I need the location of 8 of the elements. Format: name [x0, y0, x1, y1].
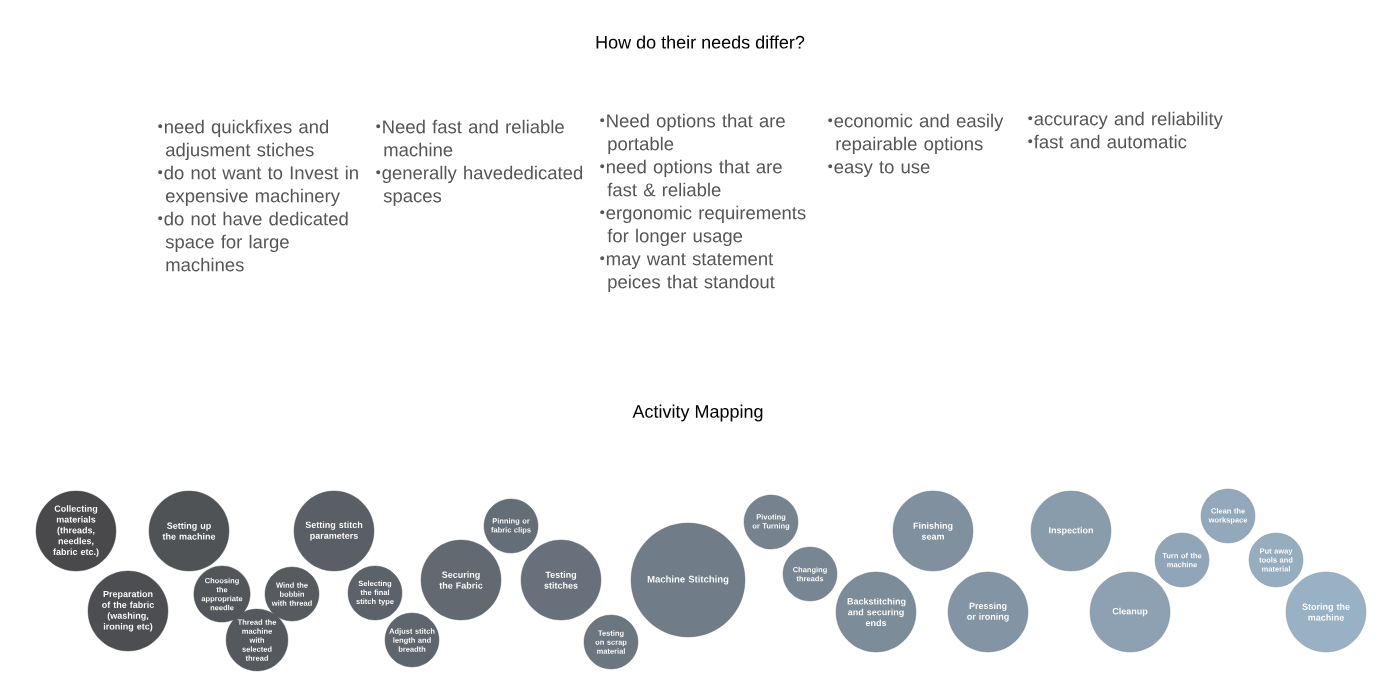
- heading: Activity Mapping: [632, 404, 763, 422]
- bullet-item: generally havededicated spaces: [382, 165, 583, 207]
- heading: How do their needs differ?: [596, 35, 805, 49]
- bullet-item: accuracy and reliability: [1034, 111, 1223, 130]
- bullet-item: may want statement peices that standout: [606, 253, 775, 293]
- bullet-item: fast and automatic: [1034, 134, 1187, 149]
- bullet-item: do not have dedicated space for large machines: [164, 211, 348, 272]
- bullet-item: easy to use: [834, 161, 930, 178]
